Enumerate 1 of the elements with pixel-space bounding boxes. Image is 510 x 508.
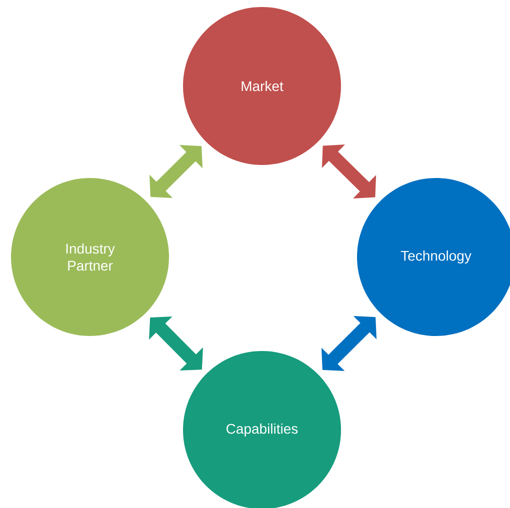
double-arrow — [322, 144, 376, 198]
